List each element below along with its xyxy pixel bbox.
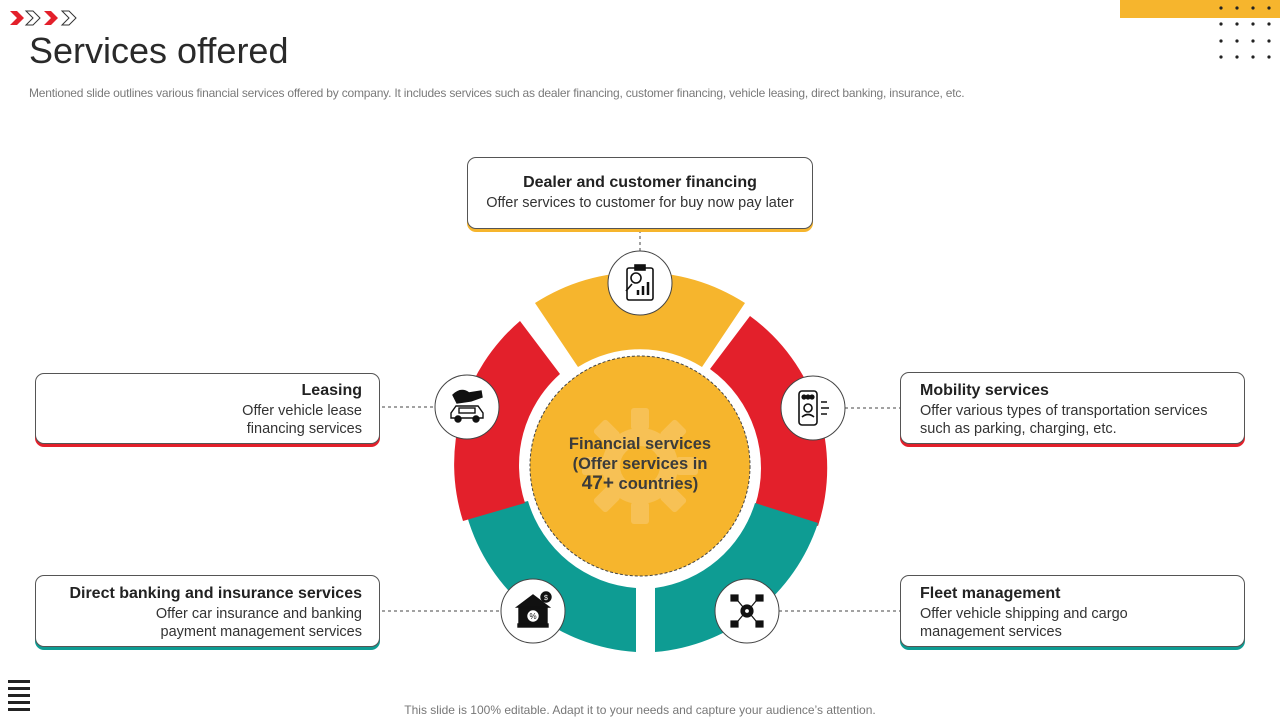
center-label: Financial services (Offer services in 47… <box>540 434 740 494</box>
svg-text:%: % <box>529 612 536 621</box>
icon-leasing <box>434 374 500 440</box>
card-fleet: Fleet management Offer vehicle shipping … <box>900 575 1245 647</box>
bank-icon: % $ <box>514 591 552 628</box>
card-leasing-title: Leasing <box>301 382 362 399</box>
ring-segment-top <box>535 272 745 367</box>
card-fleet-desc-1: Offer vehicle shipping and cargo <box>920 606 1128 622</box>
chevron-arrows-icon <box>10 10 77 26</box>
card-leasing: Leasing Offer vehicle lease financing se… <box>35 373 380 444</box>
mobile-app-icon <box>798 390 829 426</box>
card-leasing-desc-2: financing services <box>246 421 362 437</box>
card-leasing-desc-1: Offer vehicle lease <box>242 403 362 419</box>
card-banking-title: Direct banking and insurance services <box>69 585 362 602</box>
card-mobility-desc-2: such as parking, charging, etc. <box>920 421 1117 437</box>
card-dealer-title: Dealer and customer financing <box>523 174 757 191</box>
ring-segment-left <box>454 321 560 521</box>
ring-segment-bottom-right <box>655 503 818 652</box>
center-line-3: countries) <box>613 475 699 493</box>
financial-report-icon <box>625 264 654 301</box>
card-fleet-desc-2: management services <box>920 624 1062 640</box>
page-subtitle: Mentioned slide outlines various financi… <box>29 86 965 100</box>
menu-icon[interactable] <box>8 680 30 712</box>
card-dealer-financing: Dealer and customer financing Offer serv… <box>467 157 813 229</box>
ring-segment-bottom-left <box>467 501 636 652</box>
icon-fleet <box>714 578 780 644</box>
fleet-network-icon <box>730 594 764 628</box>
ring-segment-right <box>710 316 828 526</box>
center-line-2: (Offer services in <box>572 455 708 473</box>
card-banking: Direct banking and insurance services Of… <box>35 575 380 647</box>
icon-dealer <box>607 250 673 316</box>
dot-grid-decoration <box>1219 6 1271 59</box>
center-line-1: Financial services <box>568 435 712 453</box>
top-accent-bar <box>1120 0 1280 18</box>
card-dealer-desc: Offer services to customer for buy now p… <box>486 195 794 211</box>
page-title: Services offered <box>29 30 289 71</box>
center-number: 47+ <box>581 473 614 494</box>
card-mobility-title: Mobility services <box>920 382 1049 399</box>
card-fleet-title: Fleet management <box>920 585 1061 602</box>
card-banking-desc-2: payment management services <box>160 624 363 640</box>
footer-note: This slide is 100% editable. Adapt it to… <box>404 703 876 717</box>
card-banking-desc-1: Offer car insurance and banking <box>155 606 362 622</box>
icon-mobility <box>780 375 846 441</box>
car-lease-icon <box>450 389 484 423</box>
card-mobility-desc-1: Offer various types of transportation se… <box>920 403 1208 419</box>
card-mobility: Mobility services Offer various types of… <box>900 372 1245 444</box>
icon-banking: % $ <box>500 578 566 644</box>
svg-text:$: $ <box>544 595 548 602</box>
